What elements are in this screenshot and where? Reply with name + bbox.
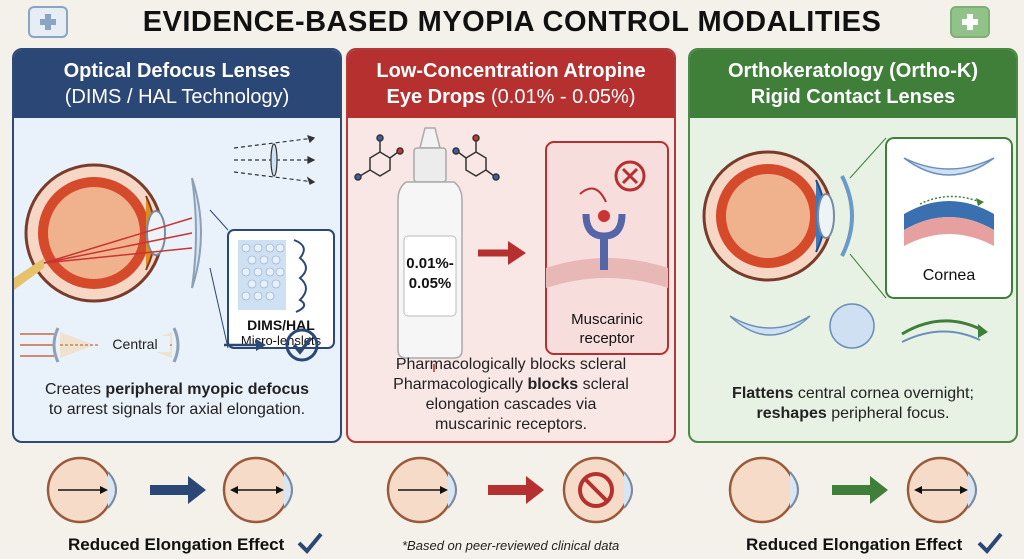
atropine-illustration: 0.01%- 0.05% Muscarinic receptor	[354, 127, 669, 372]
result-label: Reduced Elongation Effect	[68, 535, 285, 554]
spectacle-lens-icon	[191, 177, 202, 289]
micro-lenslet-inset	[209, 209, 335, 349]
receptor-label: Muscarinic	[571, 311, 643, 328]
panel-description: Creates peripheral myopic defocus to arr…	[44, 381, 310, 418]
reshape-arrow-icon	[901, 319, 983, 336]
checkmark-icon	[297, 532, 323, 554]
medical-kit-icon	[950, 6, 990, 38]
panel-atropine: Low-Concentration Atropine Eye Drops (0.…	[346, 48, 676, 443]
prohibited-icon	[562, 456, 633, 524]
panel-header: Low-Concentration Atropine Eye Drops (0.…	[348, 50, 674, 118]
arrow-icon	[870, 476, 888, 504]
panel-heading: Optical Defocus Lenses	[63, 60, 291, 82]
eye-side-view-icon	[702, 150, 854, 282]
central-defocus-diagram	[20, 327, 319, 363]
arrow-icon	[188, 476, 206, 504]
ortho-k-illustration: Cornea	[702, 137, 1013, 349]
result-label: Reduced Elongation Effect	[746, 535, 963, 554]
cornea-inset	[849, 137, 1013, 299]
lens-front-icon	[829, 303, 875, 349]
panel-optical-defocus: Optical Defocus Lenses (DIMS / HAL Techn…	[12, 48, 342, 443]
block-x-icon	[614, 160, 646, 192]
panel-header: Optical Defocus Lenses (DIMS / HAL Techn…	[14, 50, 340, 118]
eye-cross-section-icon	[14, 163, 193, 303]
inset-label: Cornea	[923, 267, 976, 284]
arrow-icon	[508, 241, 526, 265]
optical-defocus-illustration: DIMS/HAL Micro-lenslets	[14, 135, 335, 349]
light-ray-sketch-icon	[233, 135, 316, 185]
arrow-icon	[526, 476, 544, 504]
panel-ortho-k: Orthokeratology (Ortho-K) Rigid Contact …	[688, 48, 1018, 443]
checkmark-icon	[285, 328, 319, 362]
medical-kit-icon	[28, 6, 68, 38]
page-title: EVIDENCE-BASED MYOPIA CONTROL MODALITIES	[142, 6, 882, 38]
eye-after-icon	[906, 456, 977, 524]
molecule-icon	[452, 134, 500, 181]
eye-after-icon	[222, 456, 293, 524]
elongation-comparison-row	[46, 456, 977, 524]
footnote: *Based on peer-reviewed clinical data	[402, 538, 620, 553]
eye-before-icon	[46, 456, 117, 524]
bottle-label: 0.01%-	[406, 255, 454, 272]
panel-description: Pharmacologically blocks scleral Pharmac…	[393, 356, 629, 433]
receptor-label: receptor	[579, 330, 634, 347]
panel-header: Orthokeratology (Ortho-K) Rigid Contact …	[690, 50, 1016, 118]
panel-subheading: Rigid Contact Lenses	[750, 86, 956, 108]
panel-heading: Orthokeratology (Ortho-K)	[728, 60, 978, 82]
eye-before-icon	[386, 456, 457, 524]
eye-drop-bottle-icon	[397, 127, 463, 359]
bottle-label: 0.05%	[409, 275, 452, 292]
panel-subheading: (DIMS / HAL Technology)	[64, 86, 290, 108]
molecule-icon	[354, 134, 404, 181]
central-label: Central	[100, 336, 170, 352]
panel-heading: Low-Concentration Atropine	[376, 60, 646, 82]
eye-before-icon	[728, 456, 799, 524]
panel-description: Flattens central cornea overnight; resha…	[732, 385, 974, 422]
contact-lens-icon	[729, 315, 811, 336]
panel-subheading: Eye Drops (0.01% - 0.05%)	[386, 86, 636, 108]
checkmark-icon	[977, 532, 1003, 554]
